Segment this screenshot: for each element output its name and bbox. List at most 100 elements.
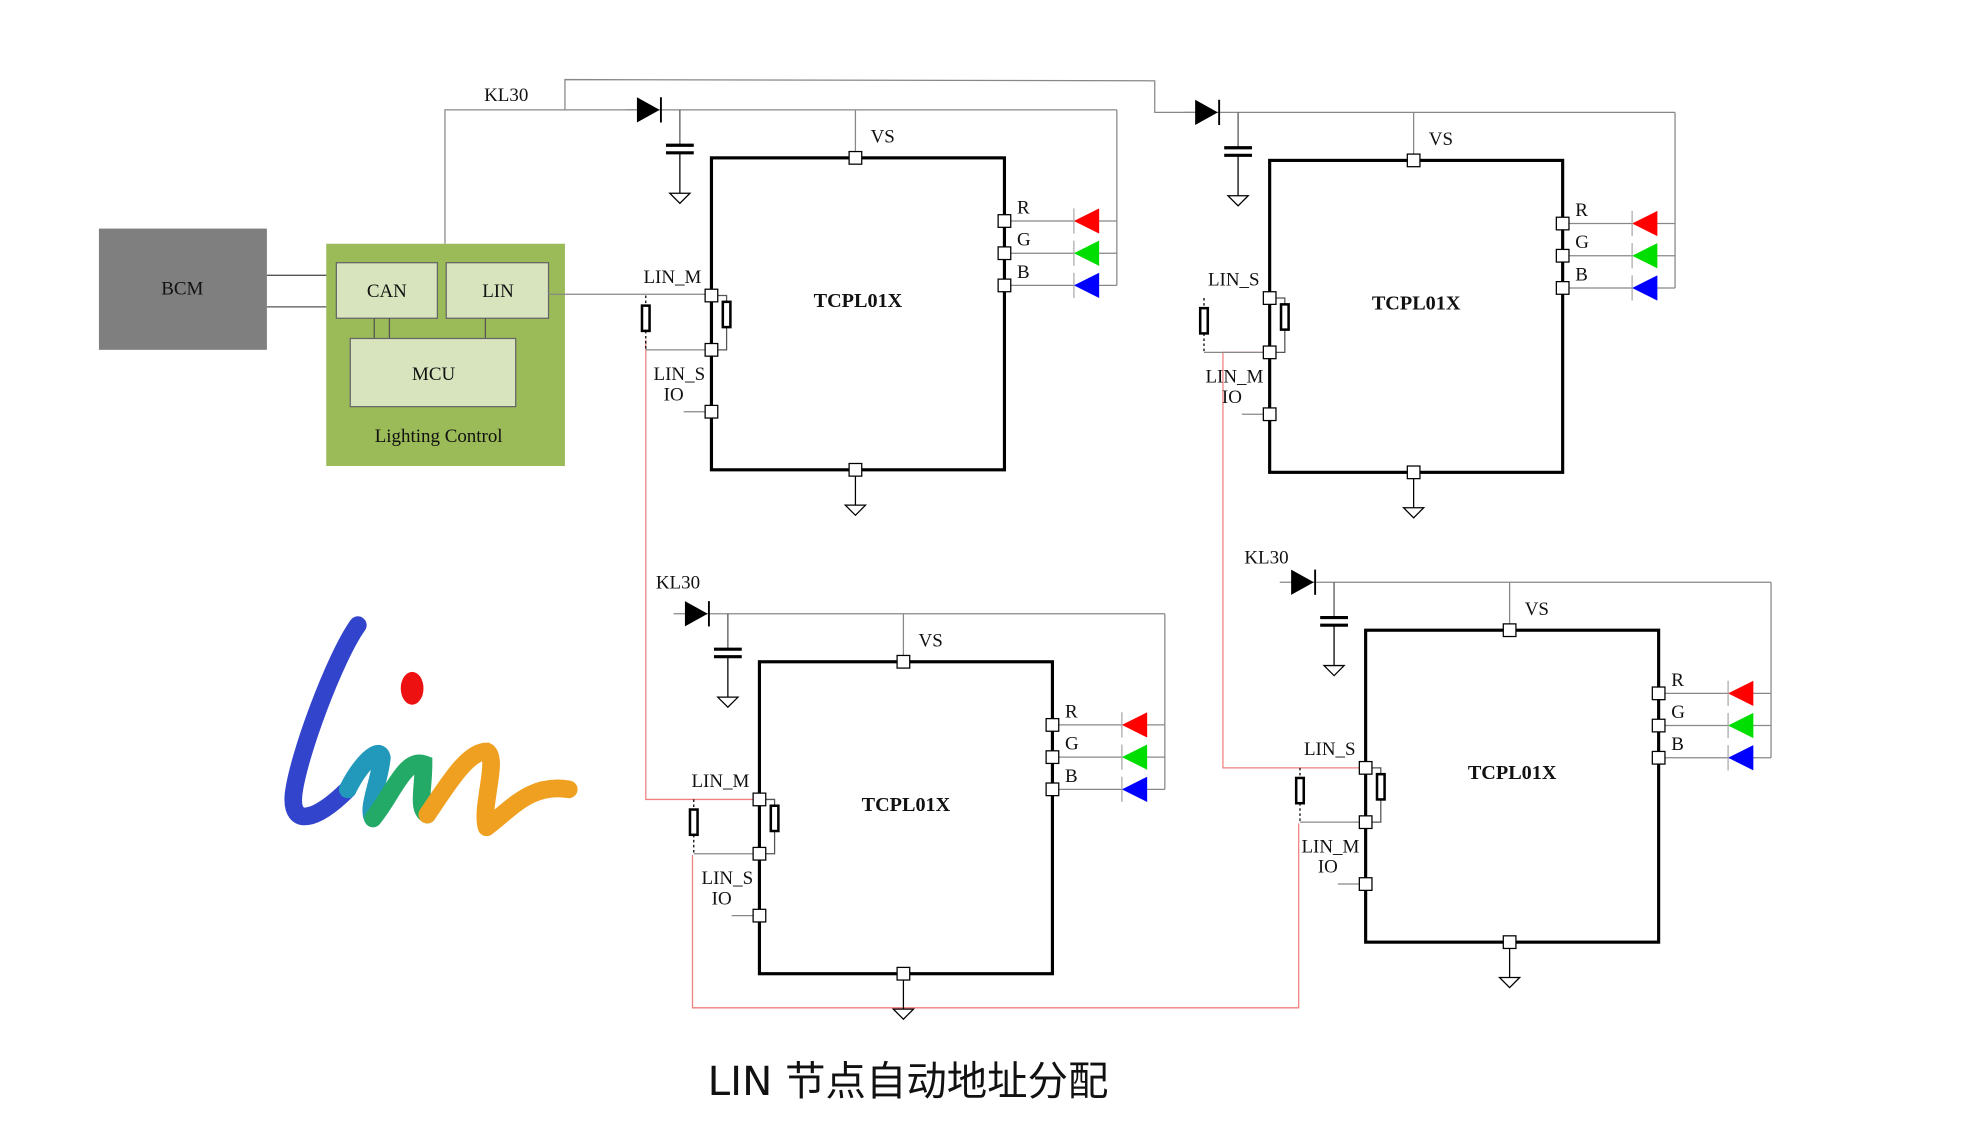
- led-b-icon: [1073, 272, 1100, 299]
- gnd-pin: [848, 462, 863, 477]
- led-g-icon: [1728, 712, 1754, 739]
- mcu-block: [349, 337, 517, 408]
- r-pin: [1555, 216, 1570, 231]
- diode-icon: [1291, 569, 1314, 595]
- lin-logo: [284, 616, 578, 837]
- mcu-label: MCU: [412, 364, 455, 385]
- b-label: B: [1671, 734, 1684, 755]
- internal-resistor-icon: [1375, 772, 1386, 801]
- external-resistor-icon: [640, 304, 651, 333]
- chip-name: TCPL01X: [1468, 762, 1557, 784]
- io-label: IO: [664, 384, 684, 405]
- b-label: B: [1065, 766, 1078, 787]
- pin1-pin: [1262, 291, 1277, 305]
- lin-label: LIN: [482, 281, 514, 302]
- chip-name: TCPL01X: [862, 794, 951, 816]
- vs-pin: [1502, 623, 1517, 638]
- pin1-pin: [1358, 760, 1373, 775]
- led-r-icon: [1728, 680, 1754, 706]
- chip-name: TCPL01X: [1372, 292, 1461, 314]
- ground-icon: [1322, 664, 1346, 677]
- vs-pin: [848, 150, 863, 165]
- vs-label: VS: [1429, 129, 1453, 150]
- r-label: R: [1017, 197, 1030, 218]
- diode-icon: [1195, 99, 1218, 126]
- can-block: [335, 262, 439, 319]
- g-pin: [1651, 718, 1666, 733]
- ground-icon: [1402, 507, 1426, 519]
- r-pin: [997, 214, 1012, 228]
- io-label: IO: [1222, 387, 1242, 408]
- io-pin: [704, 404, 719, 419]
- chip-body: [1268, 158, 1565, 474]
- g-pin: [997, 246, 1012, 261]
- b-pin: [997, 278, 1012, 293]
- chip-body: [709, 156, 1007, 472]
- pin1-label: LIN_M: [643, 267, 701, 288]
- vs-label: VS: [871, 127, 895, 148]
- led-b-icon: [1121, 776, 1148, 802]
- b-label: B: [1575, 264, 1588, 285]
- r-label: R: [1065, 701, 1078, 722]
- pin1-label: LIN_S: [1304, 739, 1356, 760]
- led-g-icon: [1121, 744, 1148, 770]
- gnd-pin: [1502, 935, 1517, 950]
- g-label: G: [1575, 232, 1589, 253]
- diode-icon: [684, 601, 708, 627]
- g-pin: [1045, 750, 1060, 765]
- external-resistor-icon: [1294, 776, 1306, 805]
- led-b-icon: [1728, 745, 1754, 771]
- ground-icon: [843, 504, 868, 517]
- b-pin: [1555, 281, 1570, 295]
- pin1-pin: [704, 288, 719, 303]
- internal-resistor-icon: [721, 300, 732, 329]
- gnd-pin: [1406, 465, 1421, 480]
- r-label: R: [1671, 670, 1684, 691]
- bcm-label: BCM: [161, 278, 203, 299]
- led-g-icon: [1632, 243, 1658, 269]
- external-resistor-icon: [1198, 306, 1210, 335]
- io-pin: [1358, 877, 1373, 891]
- pin1-pin: [752, 792, 767, 807]
- can-label: CAN: [367, 281, 407, 302]
- pin1-label: LIN_S: [1208, 269, 1260, 290]
- r-label: R: [1575, 200, 1588, 221]
- pin2-pin: [704, 342, 719, 357]
- led-r-icon: [1632, 210, 1658, 237]
- external-resistor-icon: [688, 808, 699, 837]
- lin-block: [445, 262, 550, 319]
- chip-name: TCPL01X: [814, 290, 903, 312]
- vs-pin: [1406, 153, 1421, 168]
- pin2-pin: [752, 846, 767, 861]
- ground-icon: [716, 696, 740, 709]
- g-label: G: [1017, 230, 1031, 251]
- g-pin: [1555, 248, 1570, 263]
- ground-icon: [1497, 976, 1522, 989]
- vs-pin: [896, 654, 911, 669]
- chip-body: [1364, 628, 1661, 944]
- led-r-icon: [1073, 208, 1100, 234]
- internal-resistor-icon: [769, 804, 780, 833]
- kl30-label: KL30: [1244, 547, 1288, 568]
- io-label: IO: [1318, 857, 1338, 878]
- io-label: IO: [712, 888, 732, 909]
- r-pin: [1651, 686, 1666, 701]
- kl30-supply-wires: [444, 78, 1198, 244]
- pin2-label: LIN_S: [702, 868, 754, 889]
- ground-icon: [1226, 195, 1250, 207]
- io-pin: [752, 908, 767, 923]
- chip-body: [757, 660, 1055, 976]
- g-label: G: [1065, 734, 1079, 755]
- vs-label: VS: [919, 631, 943, 652]
- kl30-label: KL30: [656, 573, 700, 594]
- lighting-control-label: Lighting Control: [375, 426, 503, 447]
- bcm-block: BCM: [98, 228, 267, 350]
- g-label: G: [1671, 702, 1685, 723]
- diode-icon: [636, 97, 660, 123]
- io-pin: [1262, 407, 1277, 422]
- led-b-icon: [1632, 275, 1658, 301]
